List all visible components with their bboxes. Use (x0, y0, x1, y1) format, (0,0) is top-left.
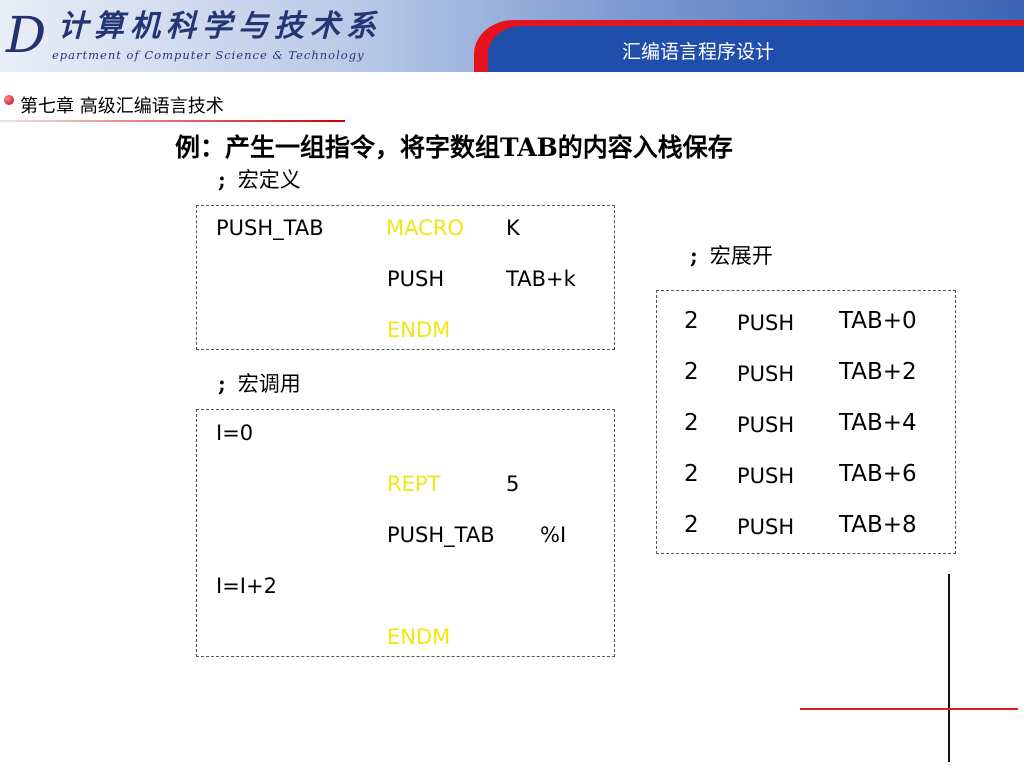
decorative-horizontal-line (800, 708, 1018, 710)
expansion-arg: TAB+0 (839, 308, 917, 334)
expansion-op: PUSH (737, 515, 795, 539)
comment-semicolon: ; (690, 243, 698, 268)
department-name-cn: 计算机科学与技术系 (58, 9, 382, 44)
macro-definition-box (196, 205, 615, 350)
expansion-level: 2 (684, 461, 699, 487)
comment-text: 宏调用 (237, 372, 301, 396)
expansion-op: PUSH (737, 362, 795, 386)
expansion-arg: TAB+8 (839, 512, 917, 538)
expansion-level: 2 (684, 359, 699, 385)
macro-keyword: MACRO (386, 216, 464, 240)
course-title: 汇编语言程序设计 (622, 41, 775, 63)
macro-expansion-comment: ; 宏展开 (690, 240, 773, 270)
macro-push-op: PUSH (387, 267, 445, 291)
expansion-arg: TAB+2 (839, 359, 917, 385)
bullet-icon (4, 95, 14, 105)
expansion-level: 2 (684, 308, 699, 334)
macro-name: PUSH_TAB (216, 216, 324, 240)
macro-invoke-arg: %I (540, 523, 567, 547)
comment-semicolon: ; (218, 167, 226, 192)
expansion-op: PUSH (737, 311, 795, 335)
expansion-op: PUSH (737, 413, 795, 437)
macro-call-box (196, 409, 615, 657)
macro-expansion-box (656, 290, 956, 554)
decorative-vertical-line (948, 574, 950, 762)
comment-semicolon: ; (218, 371, 226, 396)
expansion-level: 2 (684, 512, 699, 538)
chapter-title: 第七章 高级汇编语言技术 (20, 96, 224, 117)
department-name-en: epartment of Computer Science & Technolo… (52, 48, 365, 62)
comment-text: 宏展开 (709, 244, 773, 268)
init-statement: I=0 (216, 421, 254, 445)
expansion-op: PUSH (737, 464, 795, 488)
rept-endm-keyword: ENDM (387, 625, 451, 649)
macro-push-arg: TAB+k (506, 267, 576, 291)
macro-param: K (506, 216, 520, 240)
macro-endm-keyword: ENDM (387, 318, 451, 342)
expansion-arg: TAB+4 (839, 410, 917, 436)
macro-invoke-op: PUSH_TAB (387, 523, 495, 547)
rept-count: 5 (506, 472, 520, 496)
increment-statement: I=I+2 (216, 574, 277, 598)
expansion-level: 2 (684, 410, 699, 436)
course-tab-blue (488, 26, 1024, 72)
rept-keyword: REPT (387, 472, 441, 496)
slide-heading: 例：产生一组指令，将字数组TAB的内容入栈保存 (175, 133, 733, 162)
chapter-underline (0, 120, 345, 122)
comment-text: 宏定义 (237, 168, 301, 192)
macro-definition-comment: ; 宏定义 (218, 164, 301, 194)
expansion-arg: TAB+6 (839, 461, 917, 487)
macro-call-comment: ; 宏调用 (218, 368, 301, 398)
department-logo-letter: D (6, 6, 47, 64)
